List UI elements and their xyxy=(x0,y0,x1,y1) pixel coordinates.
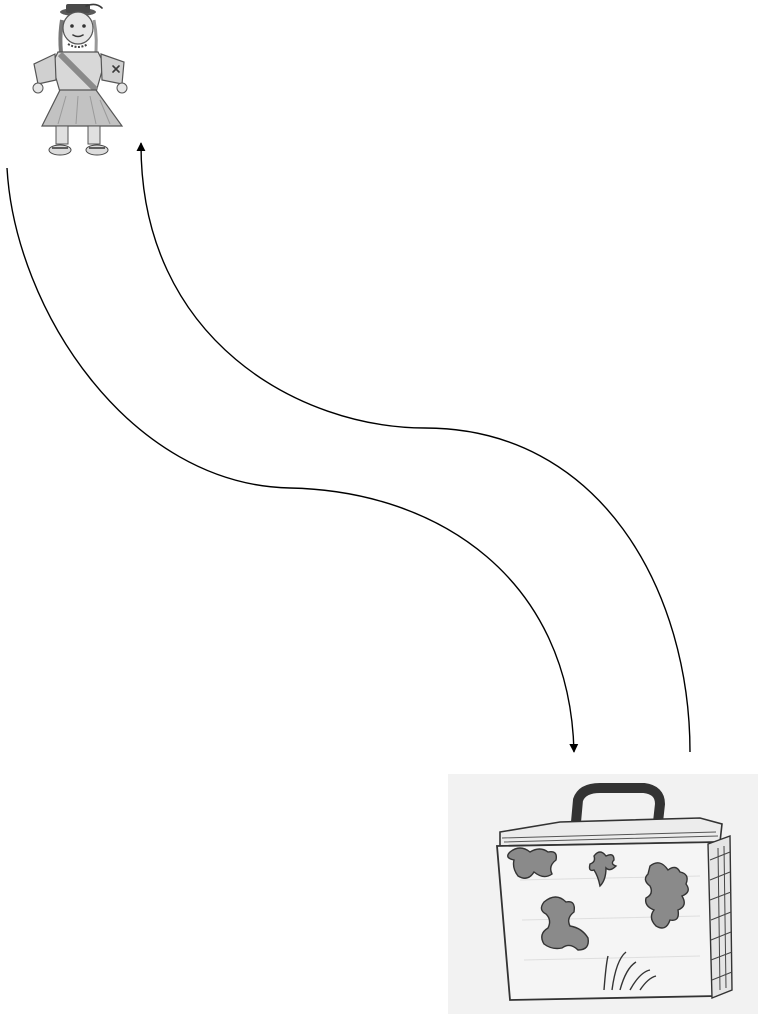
suitcase-sketch-icon xyxy=(448,774,758,1014)
doll-sketch-icon xyxy=(33,4,127,155)
arrow-doll-to-suitcase xyxy=(7,168,574,752)
arrow-suitcase-to-doll xyxy=(141,143,690,752)
